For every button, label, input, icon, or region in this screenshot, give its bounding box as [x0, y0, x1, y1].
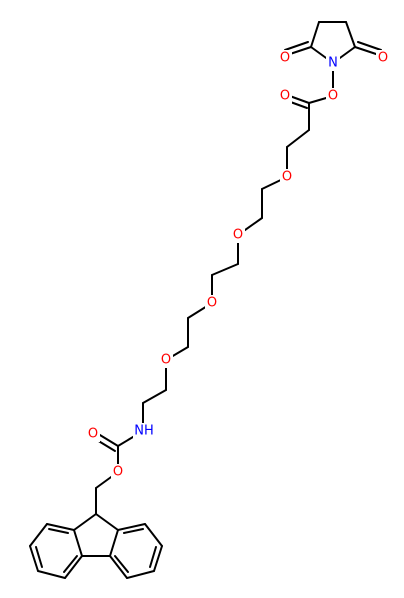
atom-o-ether-1: O — [280, 169, 294, 185]
atom-o-ether-4: O — [159, 352, 173, 368]
atom-o-ester-link: O — [326, 88, 340, 104]
atom-o-carbamate-carbonyl: O — [86, 426, 100, 442]
atom-label-o-ether-3: O — [207, 296, 217, 311]
atom-o-ester-carbonyl: O — [278, 88, 292, 104]
atom-label-o-ketone-right: O — [378, 51, 388, 66]
atom-o-ketone-left: O — [278, 50, 292, 66]
atom-label-nh-amide: NH — [134, 424, 154, 439]
atom-label-o-ketone-left: O — [280, 51, 290, 66]
fluorenyl-group — [29, 513, 163, 579]
atom-o-ether-2: O — [231, 227, 245, 243]
atom-label-o-ether-4: O — [161, 353, 171, 368]
atom-label-o-ether-2: O — [233, 228, 243, 243]
atom-label-o-ester-carbonyl: O — [280, 89, 290, 104]
atom-nh-amide: NH — [133, 423, 155, 439]
atom-o-ether-3: O — [205, 295, 219, 311]
nhs-ester-linkage — [284, 62, 334, 131]
atom-o-carbamate-ester: O — [111, 464, 125, 480]
atom-label-o-carbamate-ester: O — [113, 465, 123, 480]
atom-label-o-carbamate-carbonyl: O — [88, 427, 98, 442]
atom-label-n-succinimide: N — [328, 56, 338, 71]
atom-n-succinimide: N — [326, 55, 340, 71]
atom-label-o-ether-1: O — [282, 170, 292, 185]
atom-label-o-ester-link: O — [328, 89, 338, 104]
atom-labels: O O N O O O O O — [86, 50, 390, 480]
succinimide-ring — [284, 21, 382, 64]
atom-o-ketone-right: O — [376, 50, 390, 66]
